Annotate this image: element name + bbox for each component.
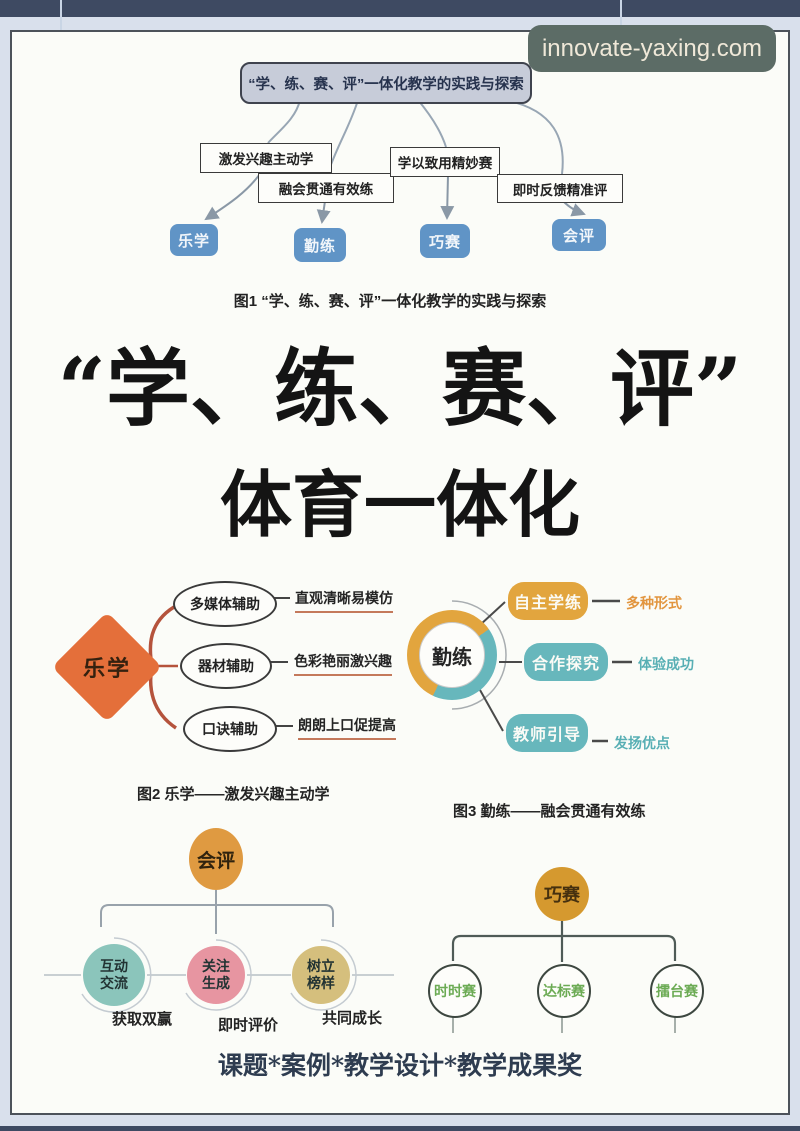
fig1-branch-evaluate: 即时反馈精准评 xyxy=(497,174,623,203)
fig3-node-teacherguide-text: 教师引导 xyxy=(512,727,581,744)
fig2-caption: 图2 乐学——激发兴趣主动学 xyxy=(137,786,330,803)
fig1-title-box: “学、练、赛、评”一体化教学的实践与探索 xyxy=(240,62,532,104)
watermark-badge: innovate-yaxing.com xyxy=(528,25,776,72)
fig5-node-standardrace: 达标赛 xyxy=(537,964,591,1018)
frame-tick-right xyxy=(620,0,622,31)
fig2-node-mnemonic: 口诀辅助 xyxy=(183,706,277,752)
fig5-bracket xyxy=(451,921,677,1033)
fig1-caption: 图1 “学、练、赛、评”一体化教学的实践与探索 xyxy=(233,293,547,310)
fig3-node-selfpractice-text: 自主学练 xyxy=(513,595,582,612)
top-frame-band xyxy=(0,0,800,17)
fig1-branch-compete-text: 学以致用精妙赛 xyxy=(397,156,493,171)
fig2-node-equipment: 器材辅助 xyxy=(180,643,272,689)
frame-tick-left xyxy=(60,0,62,31)
fig4-node-interaction-text: 互动交流 xyxy=(100,958,128,991)
fig4-desc-interaction: 获取双赢 xyxy=(112,1011,173,1028)
fig5-node-timedrace-text: 时时赛 xyxy=(434,983,476,999)
fig3-root-ring: 勤练 xyxy=(407,610,497,700)
fig4-bracket xyxy=(44,890,394,1013)
fig2-node-equipment-text: 器材辅助 xyxy=(198,658,254,674)
fig5-node-arenarace: 擂台赛 xyxy=(650,964,704,1018)
fig4-root-text: 会评 xyxy=(196,850,235,872)
fig4-node-rolemodel: 树立榜样 xyxy=(292,946,350,1004)
fig4-node-generation: 关注生成 xyxy=(187,946,245,1004)
fig3-node-cooperate: 合作探究 xyxy=(524,643,608,681)
fig5-node-standardrace-text: 达标赛 xyxy=(543,983,585,999)
fig1-branch-learn-text: 激发兴趣主动学 xyxy=(218,152,314,167)
poster-page xyxy=(10,30,790,1115)
fig1-branch-practice-text: 融会贯通有效练 xyxy=(278,182,374,197)
fig2-desc-equipment: 色彩艳丽激兴趣 xyxy=(294,651,392,676)
fig3-spokes xyxy=(451,599,632,743)
bottom-frame-band xyxy=(0,1126,800,1131)
fig3-desc-cooperate: 体验成功 xyxy=(638,656,694,672)
fig2-desc-multimedia: 直观清晰易模仿 xyxy=(295,588,393,613)
fig3-node-cooperate-text: 合作探究 xyxy=(531,656,600,673)
fig3-caption: 图3 勤练——融会贯通有效练 xyxy=(453,803,646,820)
fig4-desc-generation: 即时评价 xyxy=(218,1017,279,1034)
fig2-desc-mnemonic: 朗朗上口促提高 xyxy=(298,715,396,740)
fig1-node-qiaosai: 巧赛 xyxy=(420,224,470,258)
fig1-branch-compete: 学以致用精妙赛 xyxy=(390,147,500,177)
fig1-branch-learn: 激发兴趣主动学 xyxy=(200,143,332,173)
footer-text: 课题*案例*教学设计*教学成果奖 xyxy=(217,1051,583,1080)
fig1-branch-node-arrows xyxy=(204,170,586,224)
fig1-branch-practice: 融会贯通有效练 xyxy=(258,173,394,203)
fig1-node-qinlian-text: 勤练 xyxy=(303,237,336,255)
fig3-root-text: 勤练 xyxy=(419,622,485,688)
watermark-text: innovate-yaxing.com xyxy=(541,34,763,62)
fig2-root-text: 乐学 xyxy=(82,655,132,681)
fig1-node-lexue-text: 乐学 xyxy=(177,232,210,250)
fig3-desc-selfpractice: 多种形式 xyxy=(626,595,682,611)
fig4-desc-rolemodel: 共同成长 xyxy=(322,1010,383,1027)
main-title-line1: “学、练、赛、评” xyxy=(57,339,743,438)
main-title-line2: 体育一体化 xyxy=(219,462,580,547)
fig5-node-timedrace: 时时赛 xyxy=(428,964,482,1018)
fig1-node-qinlian: 勤练 xyxy=(294,228,346,262)
fig5-root-circle: 巧赛 xyxy=(535,867,589,921)
fig1-node-huiping-text: 会评 xyxy=(562,227,595,245)
fig2-node-multimedia: 多媒体辅助 xyxy=(173,581,277,627)
fig1-node-qiaosai-text: 巧赛 xyxy=(428,233,461,251)
fig2-node-multimedia-text: 多媒体辅助 xyxy=(190,596,260,612)
fig4-node-generation-text: 关注生成 xyxy=(202,958,230,991)
fig5-root-text: 巧赛 xyxy=(544,885,580,905)
fig1-branch-evaluate-text: 即时反馈精准评 xyxy=(512,182,608,198)
fig1-node-lexue: 乐学 xyxy=(170,224,218,256)
fig1-title-text: “学、练、赛、评”一体化教学的实践与探索 xyxy=(248,76,524,93)
fig2-node-mnemonic-text: 口诀辅助 xyxy=(202,721,258,737)
fig3-node-selfpractice: 自主学练 xyxy=(508,582,588,620)
fig5-node-arenarace-text: 擂台赛 xyxy=(656,983,698,999)
fig4-node-rolemodel-text: 树立榜样 xyxy=(307,958,335,991)
fig3-node-teacherguide: 教师引导 xyxy=(506,714,588,752)
fig4-node-interaction: 互动交流 xyxy=(83,944,145,1006)
fig3-desc-teacherguide: 发扬优点 xyxy=(614,735,670,751)
fig4-root-ellipse: 会评 xyxy=(189,828,243,890)
fig1-node-huiping: 会评 xyxy=(552,219,606,251)
